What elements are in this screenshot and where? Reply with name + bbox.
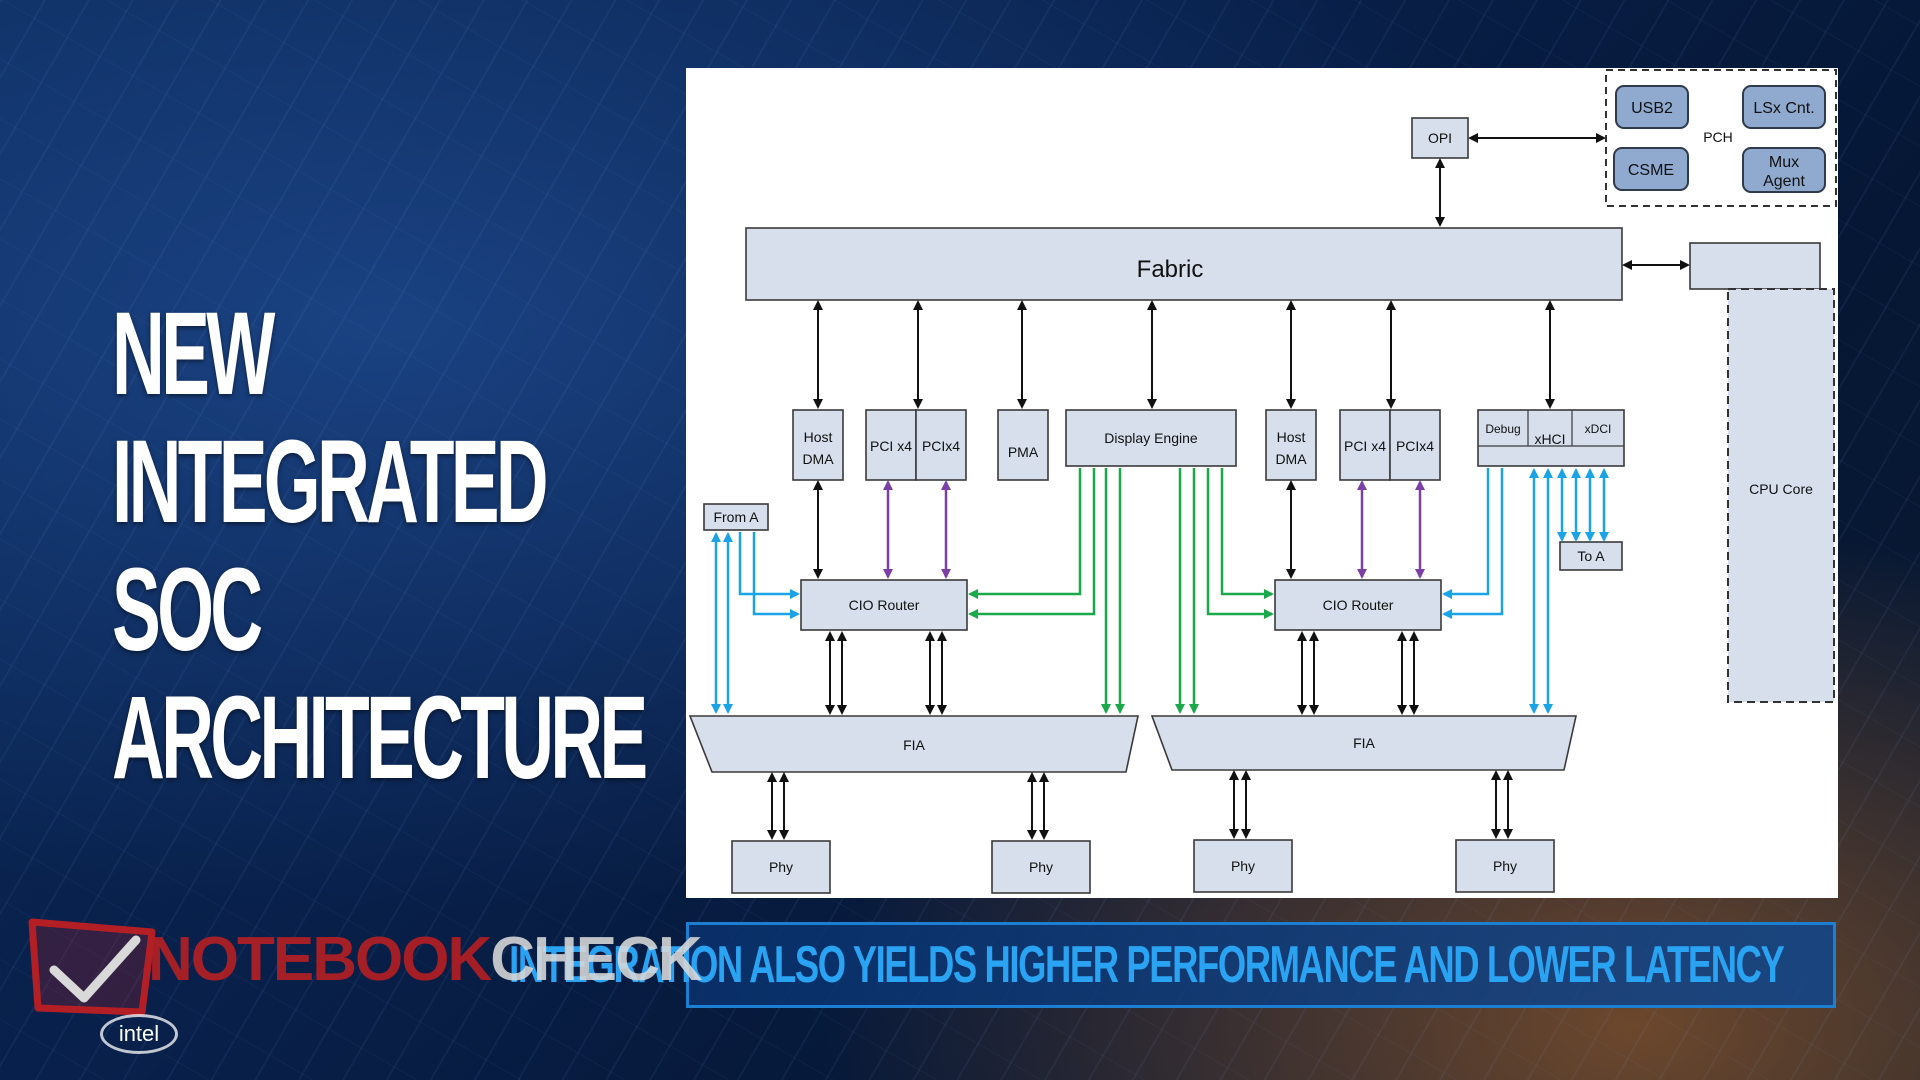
host-dma-left-block	[792, 409, 844, 481]
pch-mux-label: Mux	[1769, 154, 1799, 171]
watermark-check: CHECK	[490, 925, 702, 994]
pch-agent-label: Agent	[1763, 173, 1805, 190]
caption-bar: INTEGRATION ALSO YIELDS HIGHER PERFORMAN…	[509, 922, 1836, 1008]
pch-usb2-block	[1615, 85, 1689, 129]
xdci-label: xDCI	[1585, 422, 1612, 436]
headline-line-3: SOC	[112, 544, 263, 676]
display-engine-label: Display Engine	[1104, 430, 1198, 446]
phy-3-block	[1193, 839, 1293, 893]
caption-text: INTEGRATION ALSO YIELDS HIGHER PERFORMAN…	[508, 936, 1785, 994]
pch-boundary	[1605, 69, 1837, 207]
pch-mux-agent-block	[1742, 147, 1826, 193]
pch-lsx-label: LSx Cnt.	[1753, 100, 1814, 117]
pch-csme-block	[1613, 147, 1689, 191]
pcie-links	[883, 480, 1425, 579]
host-dma-right-label-1: Host	[1277, 429, 1306, 445]
fia-left-block	[688, 715, 1139, 773]
to-a-label: To A	[1577, 548, 1605, 564]
pci-x4-right-b-block	[1389, 409, 1441, 481]
xhci-label: xHCI	[1534, 431, 1565, 447]
pch-usb2-label: USB2	[1631, 100, 1673, 117]
diagram-svg: USB2 LSx Cnt. CSME Mux Agent PCH OPI Fab…	[688, 69, 1837, 894]
pci-x4-right-b-label: PCIx4	[1396, 438, 1434, 454]
phy-1-label: Phy	[769, 859, 793, 875]
cio-router-right-block	[1274, 579, 1442, 631]
notebookcheck-watermark: NOTEBOOKCHECK intel	[20, 906, 800, 1056]
host-dma-left-label-1: Host	[804, 429, 833, 445]
headline-line-1: NEW	[112, 288, 275, 420]
display-links	[968, 468, 1274, 714]
cio-router-left-label: CIO Router	[849, 597, 920, 613]
pci-x4-left-b-label: PCIx4	[922, 438, 960, 454]
opi-label: OPI	[1428, 130, 1452, 146]
fia-right-block	[1150, 715, 1577, 771]
pch-label: PCH	[1703, 129, 1733, 145]
soc-block-diagram: USB2 LSx Cnt. CSME Mux Agent PCH OPI Fab…	[686, 68, 1838, 898]
host-dma-right-block	[1265, 409, 1317, 481]
notebookcheck-logo-icon	[28, 918, 156, 1016]
watermark-notebook: NOTEBOOK	[148, 925, 492, 994]
pch-group: USB2 LSx Cnt. CSME Mux Agent PCH	[1605, 69, 1837, 207]
cpu-core-block	[1727, 288, 1835, 703]
pch-lsx-block	[1742, 85, 1826, 129]
host-dma-left-label-2: DMA	[802, 451, 834, 467]
cpu-uncore-block	[1689, 242, 1821, 290]
pch-csme-label: CSME	[1628, 162, 1674, 179]
fabric-block	[745, 227, 1623, 301]
phy-2-block	[991, 840, 1091, 894]
pma-label: PMA	[1008, 444, 1039, 460]
fia-right-label: FIA	[1353, 735, 1375, 751]
phy-4-block	[1455, 839, 1555, 893]
from-a-label: From A	[713, 509, 759, 525]
phy-3-label: Phy	[1231, 858, 1255, 874]
from-a-block	[703, 503, 769, 531]
intel-logo: intel	[100, 1014, 178, 1054]
debug-label: Debug	[1485, 422, 1520, 436]
usb-links	[711, 468, 1609, 714]
fia-left-label: FIA	[903, 737, 925, 753]
pma-block	[997, 409, 1049, 481]
headline-line-2: INTEGRATED	[112, 416, 549, 548]
pci-x4-right-a-label: PCI x4	[1344, 438, 1386, 454]
slide-headline: NEW INTEGRATED SOC ARCHITECTURE	[112, 288, 648, 804]
fabric-label: Fabric	[1137, 256, 1204, 283]
watermark-text: NOTEBOOKCHECK	[148, 924, 703, 995]
router-control-links	[813, 480, 1419, 715]
cio-router-right-label: CIO Router	[1323, 597, 1394, 613]
display-engine-block	[1065, 409, 1237, 467]
cio-router-left-block	[800, 579, 968, 631]
phy-2-label: Phy	[1029, 859, 1053, 875]
phy-4-label: Phy	[1493, 858, 1517, 874]
host-dma-right-label-2: DMA	[1275, 451, 1307, 467]
fabric-down-links	[813, 300, 1555, 409]
xhci-block	[1477, 409, 1625, 467]
headline-line-4: ARCHITECTURE	[112, 672, 648, 804]
to-a-block	[1559, 541, 1623, 571]
pci-x4-left-b-block	[915, 409, 967, 481]
fia-phy-links	[767, 770, 1513, 840]
pci-x4-left-a-label: PCI x4	[870, 438, 912, 454]
phy-1-block	[731, 840, 831, 894]
cpu-core-label: CPU Core	[1749, 481, 1813, 497]
